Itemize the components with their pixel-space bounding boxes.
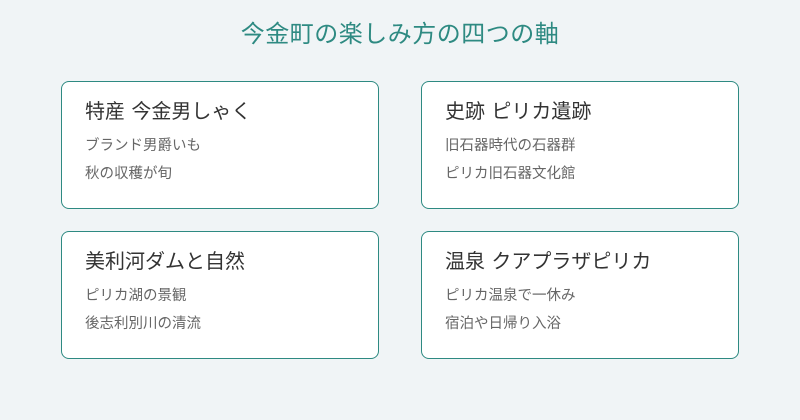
card-line: ピリカ旧石器文化館 (445, 166, 576, 182)
card-line: ピリカ温泉で一休み (445, 288, 576, 304)
card-specialty: 特産 今金男しゃく ブランド男爵いも 秋の収穫が旬 (61, 81, 379, 209)
page-title: 今金町の楽しみ方の四つの軸 (240, 20, 560, 48)
card-line: 秋の収穫が旬 (85, 166, 172, 182)
card-heading: 温泉 クアプラザピリカ (445, 249, 652, 273)
card-dam-nature: 美利河ダムと自然 ピリカ湖の景観 後志利別川の清流 (61, 231, 379, 359)
card-heading: 史跡 ピリカ遺跡 (445, 99, 592, 123)
card-line: ピリカ湖の景観 (85, 288, 187, 304)
card-heading: 特産 今金男しゃく (85, 99, 252, 123)
card-line: ブランド男爵いも (85, 138, 201, 154)
card-line: 旧石器時代の石器群 (445, 138, 576, 154)
card-hot-spring: 温泉 クアプラザピリカ ピリカ温泉で一休み 宿泊や日帰り入浴 (421, 231, 739, 359)
card-heading: 美利河ダムと自然 (85, 249, 245, 273)
card-historic-site: 史跡 ピリカ遺跡 旧石器時代の石器群 ピリカ旧石器文化館 (421, 81, 739, 209)
card-line: 後志利別川の清流 (85, 316, 201, 332)
card-line: 宿泊や日帰り入浴 (445, 316, 561, 332)
